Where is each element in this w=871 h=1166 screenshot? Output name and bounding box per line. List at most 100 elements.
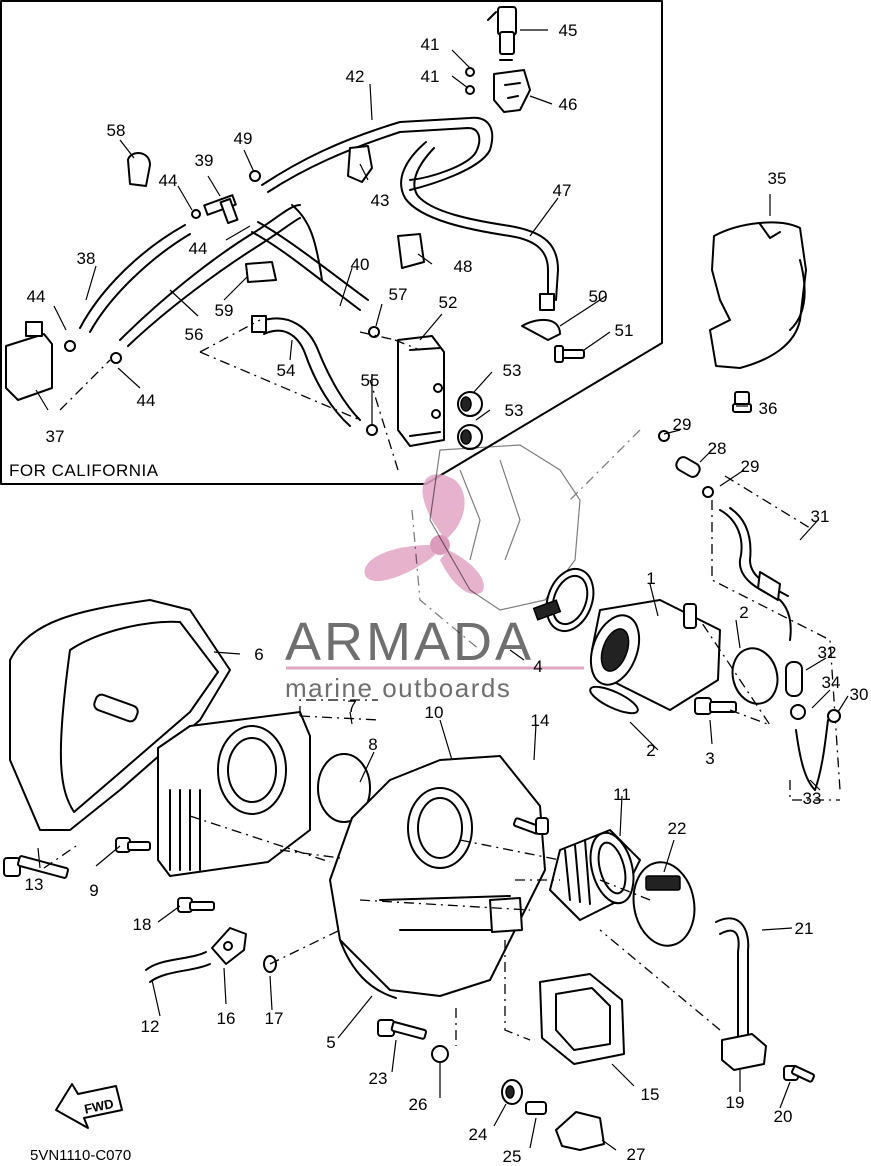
callout-44: 44 — [189, 239, 208, 258]
callout-32: 32 — [818, 643, 837, 662]
callout-2: 2 — [646, 741, 655, 760]
callout-33: 33 — [803, 789, 822, 808]
callout-39: 39 — [195, 151, 214, 170]
callout-53: 53 — [503, 361, 522, 380]
callout-57: 57 — [389, 285, 408, 304]
callout-54: 54 — [277, 361, 296, 380]
part-35-cover — [709, 221, 807, 369]
part-1-intake-joint — [589, 599, 721, 711]
part-5-case-base — [339, 939, 397, 999]
callout-44: 44 — [27, 287, 46, 306]
part-29-clip — [702, 486, 714, 498]
callout-6: 6 — [254, 645, 263, 664]
part-22-clamp — [632, 861, 696, 947]
part-6-air-filter-cover — [9, 599, 231, 831]
part-20-screw — [783, 1065, 816, 1083]
callout-1: 1 — [646, 569, 655, 588]
callout-27: 27 — [627, 1145, 646, 1164]
callout-51: 51 — [615, 321, 634, 340]
part-48-clip — [397, 233, 425, 269]
fwd-arrow-icon: FWD — [55, 1083, 123, 1129]
callout-40: 40 — [351, 255, 370, 274]
part-44-clip — [110, 352, 122, 364]
part-18-screw — [177, 897, 215, 913]
callout-28: 28 — [708, 439, 727, 458]
callout-22: 22 — [668, 819, 687, 838]
callout-19: 19 — [726, 1093, 745, 1112]
inset-border — [0, 0, 663, 485]
part-42-hose — [261, 116, 494, 191]
callout-47: 47 — [553, 181, 572, 200]
part-23-bolt — [377, 1019, 428, 1040]
callout-5: 5 — [326, 1033, 335, 1052]
part-38-hose — [79, 224, 186, 329]
callout-42: 42 — [346, 67, 365, 86]
callout-18: 18 — [133, 915, 152, 934]
part-49-clip — [249, 170, 261, 182]
callout-26: 26 — [409, 1095, 428, 1114]
part-29-clip — [658, 430, 670, 442]
callout-23: 23 — [369, 1069, 388, 1088]
part-32-hose — [785, 661, 803, 697]
callout-25: 25 — [503, 1147, 522, 1166]
callout-36: 36 — [759, 399, 778, 418]
callout-9: 9 — [89, 881, 98, 900]
callout-21: 21 — [795, 919, 814, 938]
part-56-hose — [119, 204, 301, 341]
callout-35: 35 — [768, 169, 787, 188]
callout-7: 7 — [347, 697, 356, 716]
propeller-icon — [364, 474, 484, 595]
part-9-screw — [115, 837, 151, 853]
callout-30: 30 — [850, 685, 869, 704]
part-39-t-fitting — [203, 194, 239, 225]
part-58-clip — [127, 152, 151, 187]
callout-34: 34 — [822, 673, 841, 692]
part-19-block — [721, 1033, 767, 1071]
callout-38: 38 — [77, 249, 96, 268]
part-46-bracket — [493, 69, 531, 113]
callout-20: 20 — [774, 1107, 793, 1126]
california-inset: FOR CALIFORNIA — [0, 0, 663, 485]
callout-49: 49 — [234, 129, 253, 148]
brand-name: ARMADA — [285, 612, 534, 672]
fwd-label: FWD — [83, 1096, 115, 1117]
callout-46: 46 — [559, 95, 578, 114]
callout-56: 56 — [185, 325, 204, 344]
brand-tagline: marine outboards — [285, 673, 511, 703]
callout-4: 4 — [533, 657, 542, 676]
callout-58: 58 — [107, 121, 126, 140]
callout-31: 31 — [811, 507, 830, 526]
part-12-hose — [145, 951, 207, 971]
part-15-seal — [539, 973, 625, 1065]
part-34-clip — [790, 704, 806, 720]
part-16-drain-fitting — [211, 927, 247, 965]
callout-11: 11 — [613, 785, 631, 804]
part-52-canister — [397, 335, 445, 447]
callout-15: 15 — [641, 1085, 660, 1104]
callout-29: 29 — [741, 457, 760, 476]
part-37-solenoid — [5, 321, 53, 401]
part-44-clip — [64, 340, 76, 352]
part-54-hose — [257, 317, 361, 421]
drawing-code: 5VN1110-C070 — [30, 1147, 131, 1164]
carburetor-outline — [411, 429, 641, 651]
part-44-clip — [191, 209, 201, 219]
callout-55: 55 — [361, 371, 380, 390]
part-4-clamp — [532, 568, 595, 632]
armada-logo-watermark: ARMADA marine outboards — [285, 474, 584, 703]
part-53-grommet — [457, 424, 483, 450]
inset-label: FOR CALIFORNIA — [9, 461, 159, 480]
callout-59: 59 — [215, 301, 234, 320]
part-59-clip — [245, 261, 277, 283]
callout-3: 3 — [705, 749, 714, 768]
callout-24: 24 — [469, 1125, 488, 1144]
callout-50: 50 — [589, 287, 608, 306]
part-55-clip — [366, 424, 378, 436]
part-36-screw — [732, 391, 752, 413]
callout-29: 29 — [673, 415, 692, 434]
callout-48: 48 — [454, 257, 473, 276]
part-41-clip — [465, 67, 475, 77]
callout-45: 45 — [559, 21, 578, 40]
